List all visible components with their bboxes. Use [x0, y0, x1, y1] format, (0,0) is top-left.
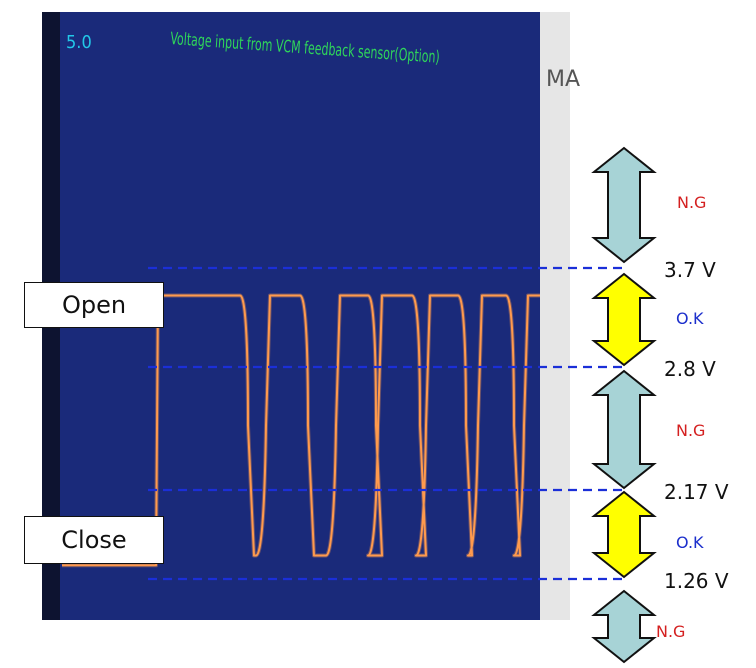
signal-trace-group	[62, 289, 540, 568]
scope-side-text: MA	[546, 67, 580, 92]
ng-zone-arrow	[591, 589, 657, 664]
ng-zone-arrow	[591, 369, 657, 490]
ng-zone-label: N.G	[676, 421, 705, 440]
zone-labels: N.G O.K N.G O.K N.G	[656, 193, 706, 641]
signal-trace	[62, 290, 540, 567]
threshold-labels: 3.7 V 2.8 V 2.17 V 1.26 V	[664, 258, 729, 593]
close-label: Close	[61, 526, 127, 554]
scope-scale-readout: 5.0	[66, 32, 92, 53]
ng-zone-label: N.G	[656, 622, 685, 641]
open-label-box: Open	[24, 282, 164, 328]
ok-zone-arrow	[591, 490, 657, 579]
ng-zone-label: N.G	[677, 193, 706, 212]
threshold-label: 2.17 V	[664, 480, 729, 504]
threshold-label: 3.7 V	[664, 258, 716, 282]
zone-arrows	[591, 146, 657, 664]
threshold-label: 2.8 V	[664, 357, 716, 381]
threshold-lines	[148, 266, 625, 581]
scope-side-panel	[540, 12, 570, 620]
close-label-box: Close	[24, 516, 164, 564]
ok-zone-label: O.K	[676, 309, 704, 328]
threshold-label: 1.26 V	[664, 569, 729, 593]
open-label: Open	[61, 291, 127, 319]
ng-zone-arrow	[591, 146, 657, 264]
ok-zone-arrow	[591, 272, 657, 367]
ok-zone-label: O.K	[676, 533, 704, 552]
